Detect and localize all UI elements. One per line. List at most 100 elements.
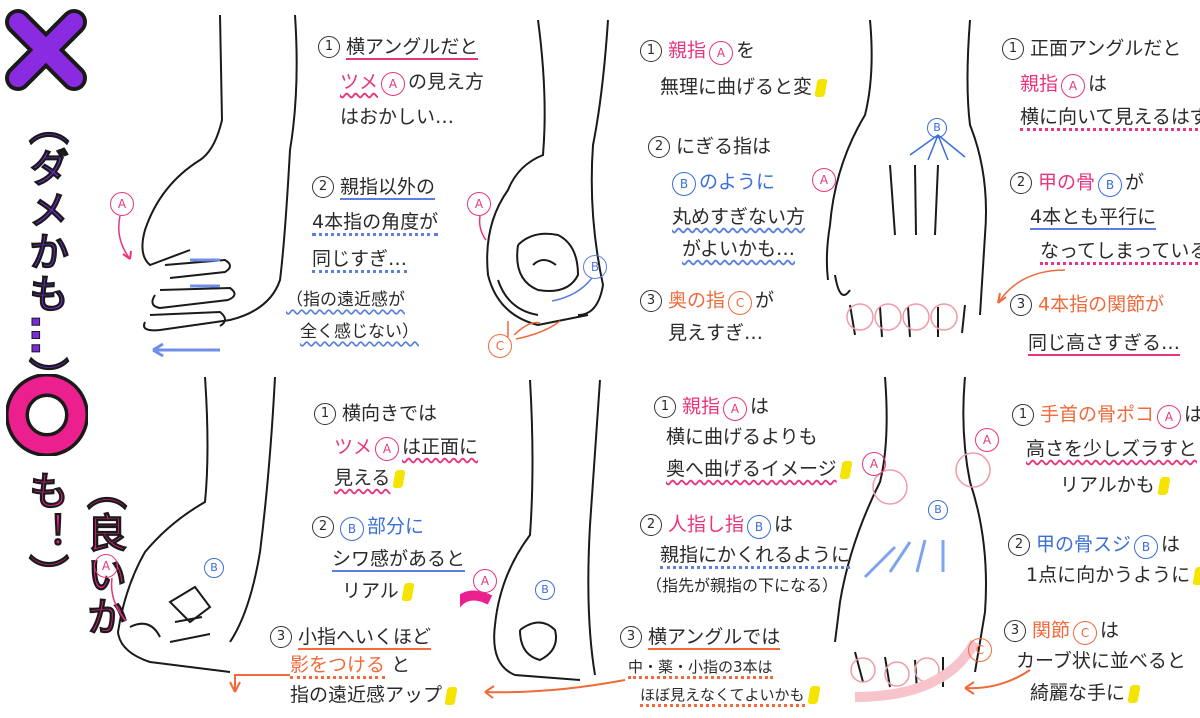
label-a-inline: A <box>723 396 748 421</box>
note-text: なってしまっている… <box>1040 240 1200 265</box>
note-text: は <box>750 395 770 418</box>
label-b-inline: B <box>1134 534 1159 559</box>
good-1-note-2-line-3: リアル <box>342 582 415 601</box>
label-a-inline: A <box>1061 74 1086 98</box>
good-2-note-3-line-2: 中・薬・小指の3本は <box>628 658 773 679</box>
number-badge: 2 <box>312 176 334 198</box>
note-text: 奥へ曲げるイメージ <box>666 458 837 480</box>
bad-3-note-1-line-3: 横に向いて見えるはず… <box>1020 106 1200 131</box>
note-text: 指の遠近感アップ <box>290 684 443 706</box>
note-text: 横に向いて見えるはず… <box>1020 106 1200 131</box>
label-b-bad-3: B <box>927 118 947 138</box>
bad-side-title: （ダメかも…） <box>22 105 69 400</box>
exclamation-icon <box>444 686 458 705</box>
note-text: 部分に <box>367 515 425 538</box>
number-badge: 2 <box>1010 172 1032 194</box>
note-text: は <box>774 513 794 536</box>
label-a-inline: A <box>709 40 734 65</box>
label-b-inline: B <box>747 514 772 539</box>
number-badge: 2 <box>1008 534 1030 556</box>
note-text-highlight: 関節 <box>1032 619 1071 642</box>
label-b-inline: B <box>1098 172 1123 197</box>
label-a-bad-3: A <box>812 168 836 192</box>
number-badge: 3 <box>1010 294 1032 316</box>
note-text: 横アングルだと <box>346 35 479 60</box>
pointer-b-bad-2 <box>551 277 593 302</box>
note-text: 4本とも平行に <box>1030 206 1157 230</box>
label-a-good-3-right: A <box>975 428 999 452</box>
note-text: 丸めすぎない方 <box>672 206 806 228</box>
hand-illustration-good-fist <box>460 379 601 681</box>
hand-illustration-bad-fist <box>486 19 609 327</box>
hand-illustration-bad-side <box>141 14 298 332</box>
label-a-good-1: A <box>94 554 118 578</box>
label-b-good-3: B <box>928 500 948 520</box>
note-text: シワ感があると <box>332 548 466 572</box>
note-text-highlight: ツメ <box>334 436 373 458</box>
label-b-inline: B <box>340 516 364 541</box>
label-c-inline: C <box>1073 620 1098 645</box>
bad-3-note-3-line-1: 3 4本指の関節が <box>1010 294 1164 316</box>
note-text: 親指にかくれるように <box>660 544 851 569</box>
exclamation-icon <box>806 686 821 704</box>
bad-3-note-2-line-3: なってしまっている… <box>1040 240 1200 265</box>
bad-1-note-2-line-2: 4本指の角度が <box>312 211 439 236</box>
number-badge: 2 <box>648 136 670 158</box>
number-badge: 1 <box>1002 38 1024 60</box>
good-2-note-1-line-3: 奥へ曲げるイメージ <box>666 458 853 480</box>
good-2-note-1-line-2: 横に曲げるよりも <box>666 426 818 448</box>
bad-1-note-1-line-3: はおかしい… <box>340 106 455 128</box>
note-text: （指の遠近感が <box>286 290 405 310</box>
note-text-highlight: 親指 <box>682 395 721 418</box>
note-text-highlight: 4本指の関節が <box>1038 293 1165 316</box>
note-text: にぎる指は <box>676 135 772 158</box>
number-badge: 1 <box>314 403 336 425</box>
good-1-note-1-line-3: 見える <box>334 467 407 489</box>
exclamation-icon <box>401 582 415 601</box>
label-a-good-3-left: A <box>862 452 886 476</box>
note-text: 同じすぎ… <box>312 248 408 273</box>
pointer-a-bad-2 <box>478 215 487 241</box>
pointer-a-good-1 <box>110 577 127 622</box>
note-text: 無理に曲げると変 <box>660 76 813 98</box>
note-text: 4本指の角度が <box>312 211 439 236</box>
note-text: 正面アングルだと <box>1030 37 1182 60</box>
pointer-c-bad-2 <box>507 320 561 340</box>
note-text: のように <box>699 171 776 193</box>
number-badge: 3 <box>620 626 642 648</box>
note-text: 見える <box>334 467 391 489</box>
note-text: は <box>1161 533 1181 556</box>
pointer-a-bad-1 <box>118 215 132 260</box>
note-text-highlight: 親指 <box>668 39 707 62</box>
exclamation-icon <box>1157 476 1171 495</box>
arrow-good-2 <box>484 679 626 699</box>
note-text-highlight: 親指 <box>1020 73 1059 95</box>
note-text: 小指へいくほど <box>298 625 432 650</box>
note-text-highlight: 甲の骨スジ <box>1036 533 1132 556</box>
label-a-inline: A <box>381 72 406 96</box>
note-text: は <box>1184 403 1200 426</box>
label-b-inline: B <box>672 172 696 196</box>
note-text-highlight: 甲の骨 <box>1038 171 1096 194</box>
number-badge: 1 <box>318 36 340 58</box>
good-1-note-3-line-3: 指の遠近感アップ <box>290 684 458 706</box>
note-text: は <box>1088 73 1108 95</box>
note-text: 高さを少しズラすと <box>1026 438 1198 460</box>
arrow-good-1 <box>229 674 290 693</box>
note-text: 全く感じない） <box>300 322 419 342</box>
bad-3-note-2-line-2: 4本とも平行に <box>1030 206 1157 230</box>
bad-2-note-3-line-2: 見えすぎ… <box>668 322 764 344</box>
label-a-inline: A <box>375 437 400 461</box>
bad-2-note-1-line-2: 無理に曲げると変 <box>660 76 828 98</box>
bad-1-note-1-line-1: 1 横アングルだと <box>318 35 479 60</box>
note-text: 横向きでは <box>342 402 438 425</box>
exclamation-icon <box>392 469 407 488</box>
